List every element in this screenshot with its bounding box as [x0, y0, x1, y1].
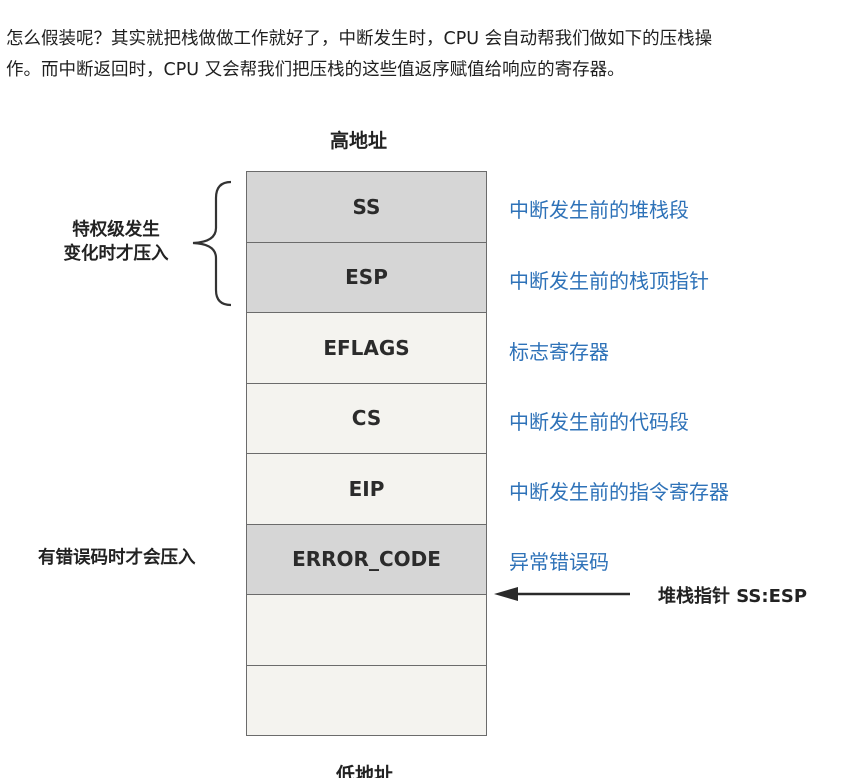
low-address-label: 低地址 [336, 764, 394, 778]
stack-cell-eflags: EFLAGS [247, 312, 486, 383]
high-address-label: 高地址 [330, 130, 388, 152]
privilege-change-note: 特权级发生 变化时才压入 [46, 218, 186, 266]
stack-cell-error-code: ERROR_CODE [247, 523, 486, 594]
interrupt-stack: SS ESP EFLAGS CS EIP ERROR_CODE [246, 171, 487, 736]
error-code-note: 有错误码时才会压入 [38, 548, 196, 568]
stack-cell-cs: CS [247, 382, 486, 453]
stack-cell-esp: ESP [247, 241, 486, 312]
desc-eip: 中断发生前的指令寄存器 [509, 480, 729, 504]
intro-line-2: 作。而中断返回时，CPU 又会帮我们把压栈的这些值返序赋值给响应的寄存器。 [6, 60, 625, 80]
stack-pointer-arrow-head [494, 587, 518, 601]
intro-paragraph: 怎么假装呢？其实就把栈做做工作就好了，中断发生时，CPU 会自动帮我们做如下的压… [6, 24, 852, 86]
stack-pointer-label: 堆栈指针 SS:ESP [658, 586, 808, 607]
stack-cell-eip: EIP [247, 453, 486, 524]
desc-eflags: 标志寄存器 [509, 340, 609, 364]
desc-error-code: 异常错误码 [509, 550, 609, 574]
curly-brace-icon [192, 180, 232, 307]
stack-cell-ss: SS [247, 171, 486, 242]
privilege-note-line-1: 特权级发生 [72, 220, 160, 240]
stack-cell-empty-2 [247, 664, 486, 736]
privilege-note-line-2: 变化时才压入 [63, 244, 169, 264]
desc-esp: 中断发生前的栈顶指针 [509, 269, 709, 293]
desc-cs: 中断发生前的代码段 [509, 410, 689, 434]
desc-ss: 中断发生前的堆栈段 [509, 198, 689, 222]
intro-line-1: 怎么假装呢？其实就把栈做做工作就好了，中断发生时，CPU 会自动帮我们做如下的压… [6, 29, 713, 49]
stack-cell-empty-1 [247, 594, 486, 665]
